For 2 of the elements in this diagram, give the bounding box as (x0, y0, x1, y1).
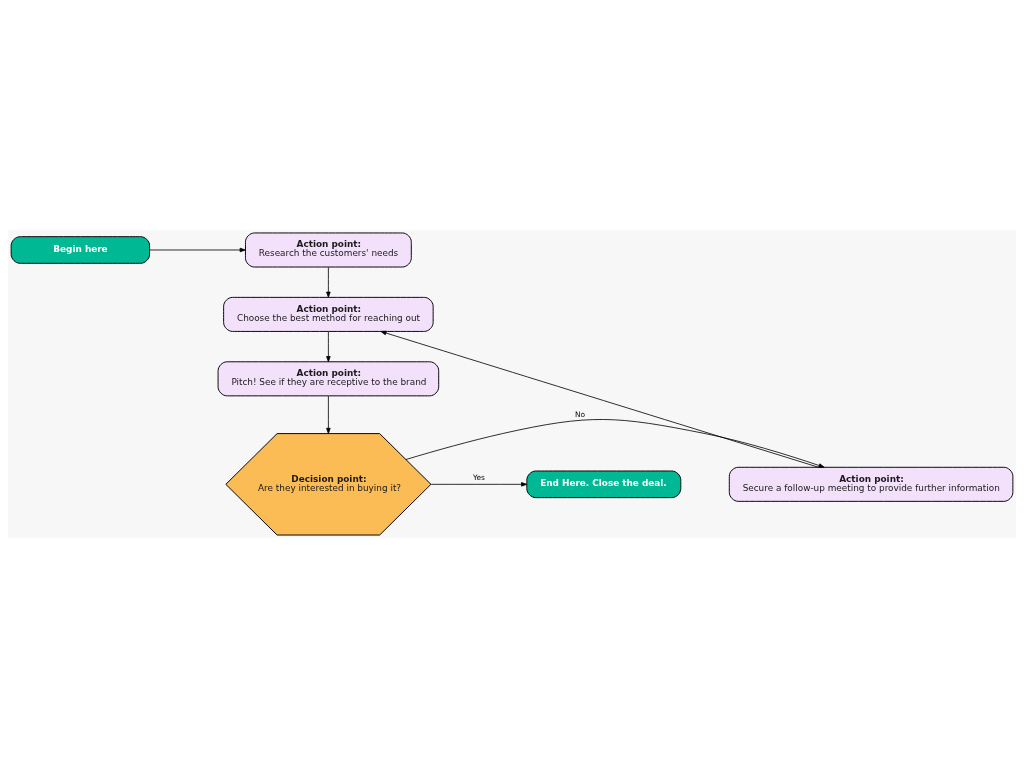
edge-label: No (575, 409, 586, 419)
edge-label: Yes (472, 472, 485, 482)
